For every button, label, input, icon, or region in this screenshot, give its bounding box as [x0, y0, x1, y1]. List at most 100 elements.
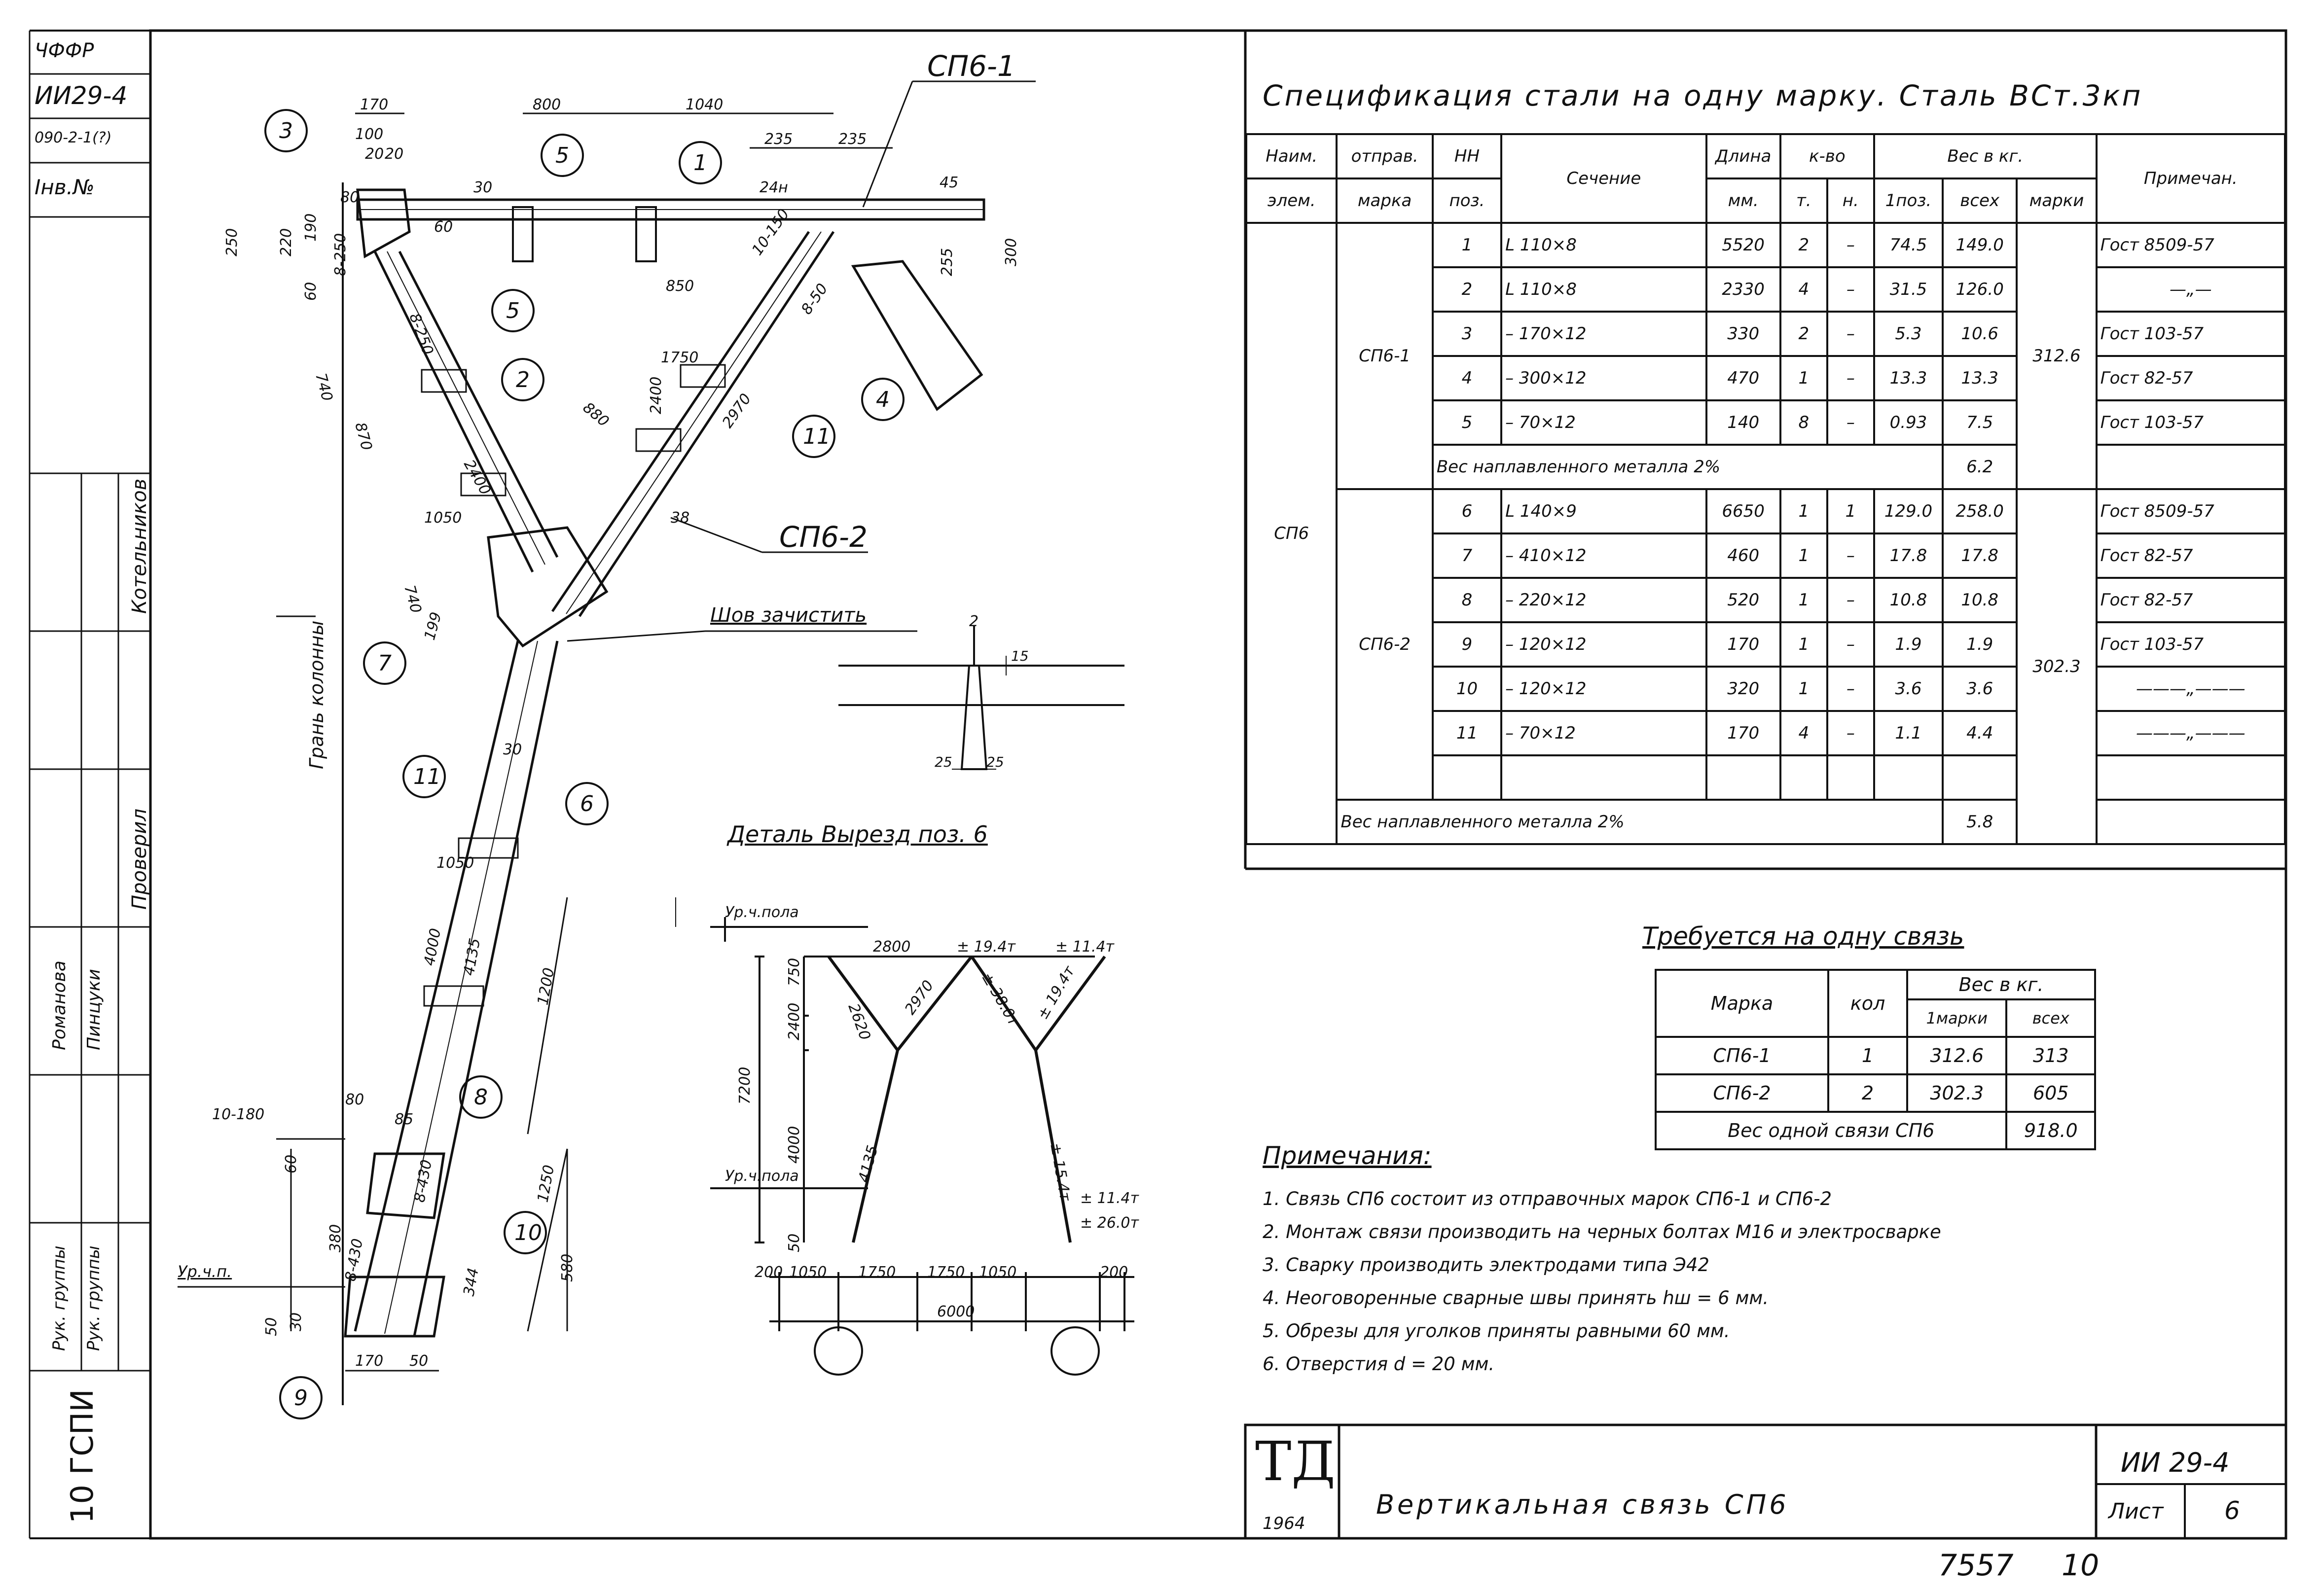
callout-7: 7: [378, 651, 392, 676]
svg-text:30: 30: [288, 1312, 305, 1331]
cell-w1: 1.1: [1873, 710, 1944, 756]
note-5: 5. Обрезы для уголков приняты равными 60…: [1263, 1320, 1730, 1342]
callout-11a: 11: [803, 424, 831, 449]
cell-t: 2: [1779, 222, 1828, 268]
h-per-pos: 1поз.: [1873, 177, 1944, 224]
callout-5b: 5: [506, 298, 520, 323]
scheme-diag-5: 4135: [855, 1143, 882, 1184]
cell-note: —„—: [2095, 266, 2286, 313]
cell-w1: 5.3: [1873, 311, 1944, 357]
h-marka: марка: [1336, 177, 1434, 224]
column-face-label: Грань колонны: [306, 620, 327, 769]
note-1: 1. Связь СП6 состоит из отправочных маро…: [1263, 1188, 1832, 1209]
note-4: 4. Неоговоренные сварные швы принять hш …: [1263, 1287, 1769, 1309]
drawing-title: Вертикальная связь СП6: [1376, 1489, 1789, 1520]
svg-text:8-250: 8-250: [332, 233, 349, 276]
scheme-h1: 750: [786, 958, 803, 986]
cell-section: – 70×12: [1500, 399, 1707, 446]
group2-weight: 302.3: [2016, 488, 2098, 845]
cell-w1: 10.8: [1873, 577, 1944, 623]
title-logo: ТД: [1255, 1430, 1336, 1493]
req-h-qty: кол: [1827, 969, 1908, 1038]
cell-n: –: [1826, 532, 1875, 579]
group1-weight: 312.6: [2016, 222, 2098, 490]
svg-text:1250: 1250: [534, 1164, 558, 1204]
svg-text:10-180: 10-180: [212, 1106, 264, 1123]
cell-section: – 120×12: [1500, 666, 1707, 712]
scheme-diag-2: 2970: [902, 977, 937, 1018]
spec-table: Наим. отправ. НН Сечение Длина к-во Вес …: [1245, 133, 2286, 845]
empty-cell: [1779, 754, 1828, 801]
h-t: т.: [1779, 177, 1828, 224]
scheme-bdim-5: 1050: [979, 1264, 1016, 1281]
h-qty: к-во: [1779, 133, 1875, 179]
cell-length: 330: [1705, 311, 1781, 357]
cell-section: L 110×8: [1500, 266, 1707, 313]
empty-cell: [1431, 754, 1503, 801]
cell-note: Гост 8509-57: [2095, 222, 2286, 268]
cell-section: – 300×12: [1500, 355, 1707, 401]
cell-wall: 7.5: [1942, 399, 2018, 446]
h-weight: Вес в кг.: [1873, 133, 2098, 179]
cell-length: 6650: [1705, 488, 1781, 534]
scheme-floor-bottom: Ур.ч.пола: [725, 1168, 799, 1185]
empty-cell: [1826, 754, 1875, 801]
svg-text:20: 20: [385, 145, 403, 163]
label-sp6-2: СП6-2: [779, 520, 868, 554]
cell-wall: 258.0: [1942, 488, 2018, 534]
margin-inv-label: Інв.№: [35, 175, 95, 199]
h-otpr: отправ.: [1336, 133, 1434, 179]
svg-text:2400: 2400: [648, 377, 665, 414]
cell-t: 1: [1779, 666, 1828, 712]
group2-mark: СП6-2: [1336, 488, 1434, 801]
callout-9: 9: [294, 1385, 308, 1411]
svg-text:60: 60: [302, 282, 320, 301]
svg-text:60: 60: [283, 1155, 300, 1173]
cell-wall: 10.6: [1942, 311, 2018, 357]
h-nn: НН: [1431, 133, 1503, 179]
scheme-h4: 50: [786, 1234, 803, 1252]
cell-n: –: [1826, 355, 1875, 401]
cell-note: ———„———: [2095, 710, 2286, 756]
svg-text:190: 190: [302, 213, 320, 242]
svg-text:1750: 1750: [661, 349, 698, 366]
svg-text:38: 38: [671, 509, 689, 527]
svg-text:80: 80: [345, 1091, 364, 1108]
req-h-all: всех: [2005, 998, 2096, 1038]
scheme-bdim-6: 200: [1100, 1264, 1128, 1281]
h-n: н.: [1826, 177, 1875, 224]
empty-cell: [1942, 754, 2018, 801]
cell-section: – 410×12: [1500, 532, 1707, 579]
scheme-diag-3: ± 38.0т: [978, 970, 1023, 1030]
cell-n: 1: [1826, 488, 1875, 534]
notes-title: Примечания:: [1263, 1141, 1432, 1170]
scheme-bdim-3: 1750: [858, 1264, 896, 1281]
group1-mark: СП6-1: [1336, 222, 1434, 490]
scheme-force-right2: ± 11.4т: [1080, 1190, 1139, 1207]
svg-text:4000: 4000: [421, 927, 444, 967]
group2-weld-value: 5.8: [1942, 799, 2018, 845]
group1-weld-label: Вес наплавленного металла 2%: [1431, 444, 1944, 490]
scheme-diag-4: ± 19.4т: [1034, 962, 1079, 1023]
svg-text:300: 300: [1003, 238, 1020, 266]
svg-text:580: 580: [559, 1254, 576, 1282]
detail-dim-15: 15: [1011, 648, 1029, 664]
cell-w1: 0.93: [1873, 399, 1944, 446]
archive-number: 7557: [1938, 1548, 2014, 1583]
cell-n: –: [1826, 399, 1875, 446]
svg-text:8-50: 8-50: [798, 281, 832, 318]
scheme-h3: 4000: [786, 1126, 803, 1164]
cell-section: – 170×12: [1500, 311, 1707, 357]
svg-text:60: 60: [434, 218, 453, 236]
req-one-1: 312.6: [1906, 1036, 2008, 1075]
callout-3: 3: [279, 118, 293, 143]
scheme-force-right: ± 11.4т: [1055, 938, 1115, 956]
weld-note: Шов зачистить: [710, 604, 867, 627]
cell-section: L 110×8: [1500, 222, 1707, 268]
h-all: всех: [1942, 177, 2018, 224]
req-mark-2: СП6-2: [1655, 1073, 1829, 1113]
cell-length: 140: [1705, 399, 1781, 446]
spec-title: Спецификация стали на одну марку. Сталь …: [1263, 79, 2143, 112]
svg-text:20: 20: [365, 145, 384, 163]
